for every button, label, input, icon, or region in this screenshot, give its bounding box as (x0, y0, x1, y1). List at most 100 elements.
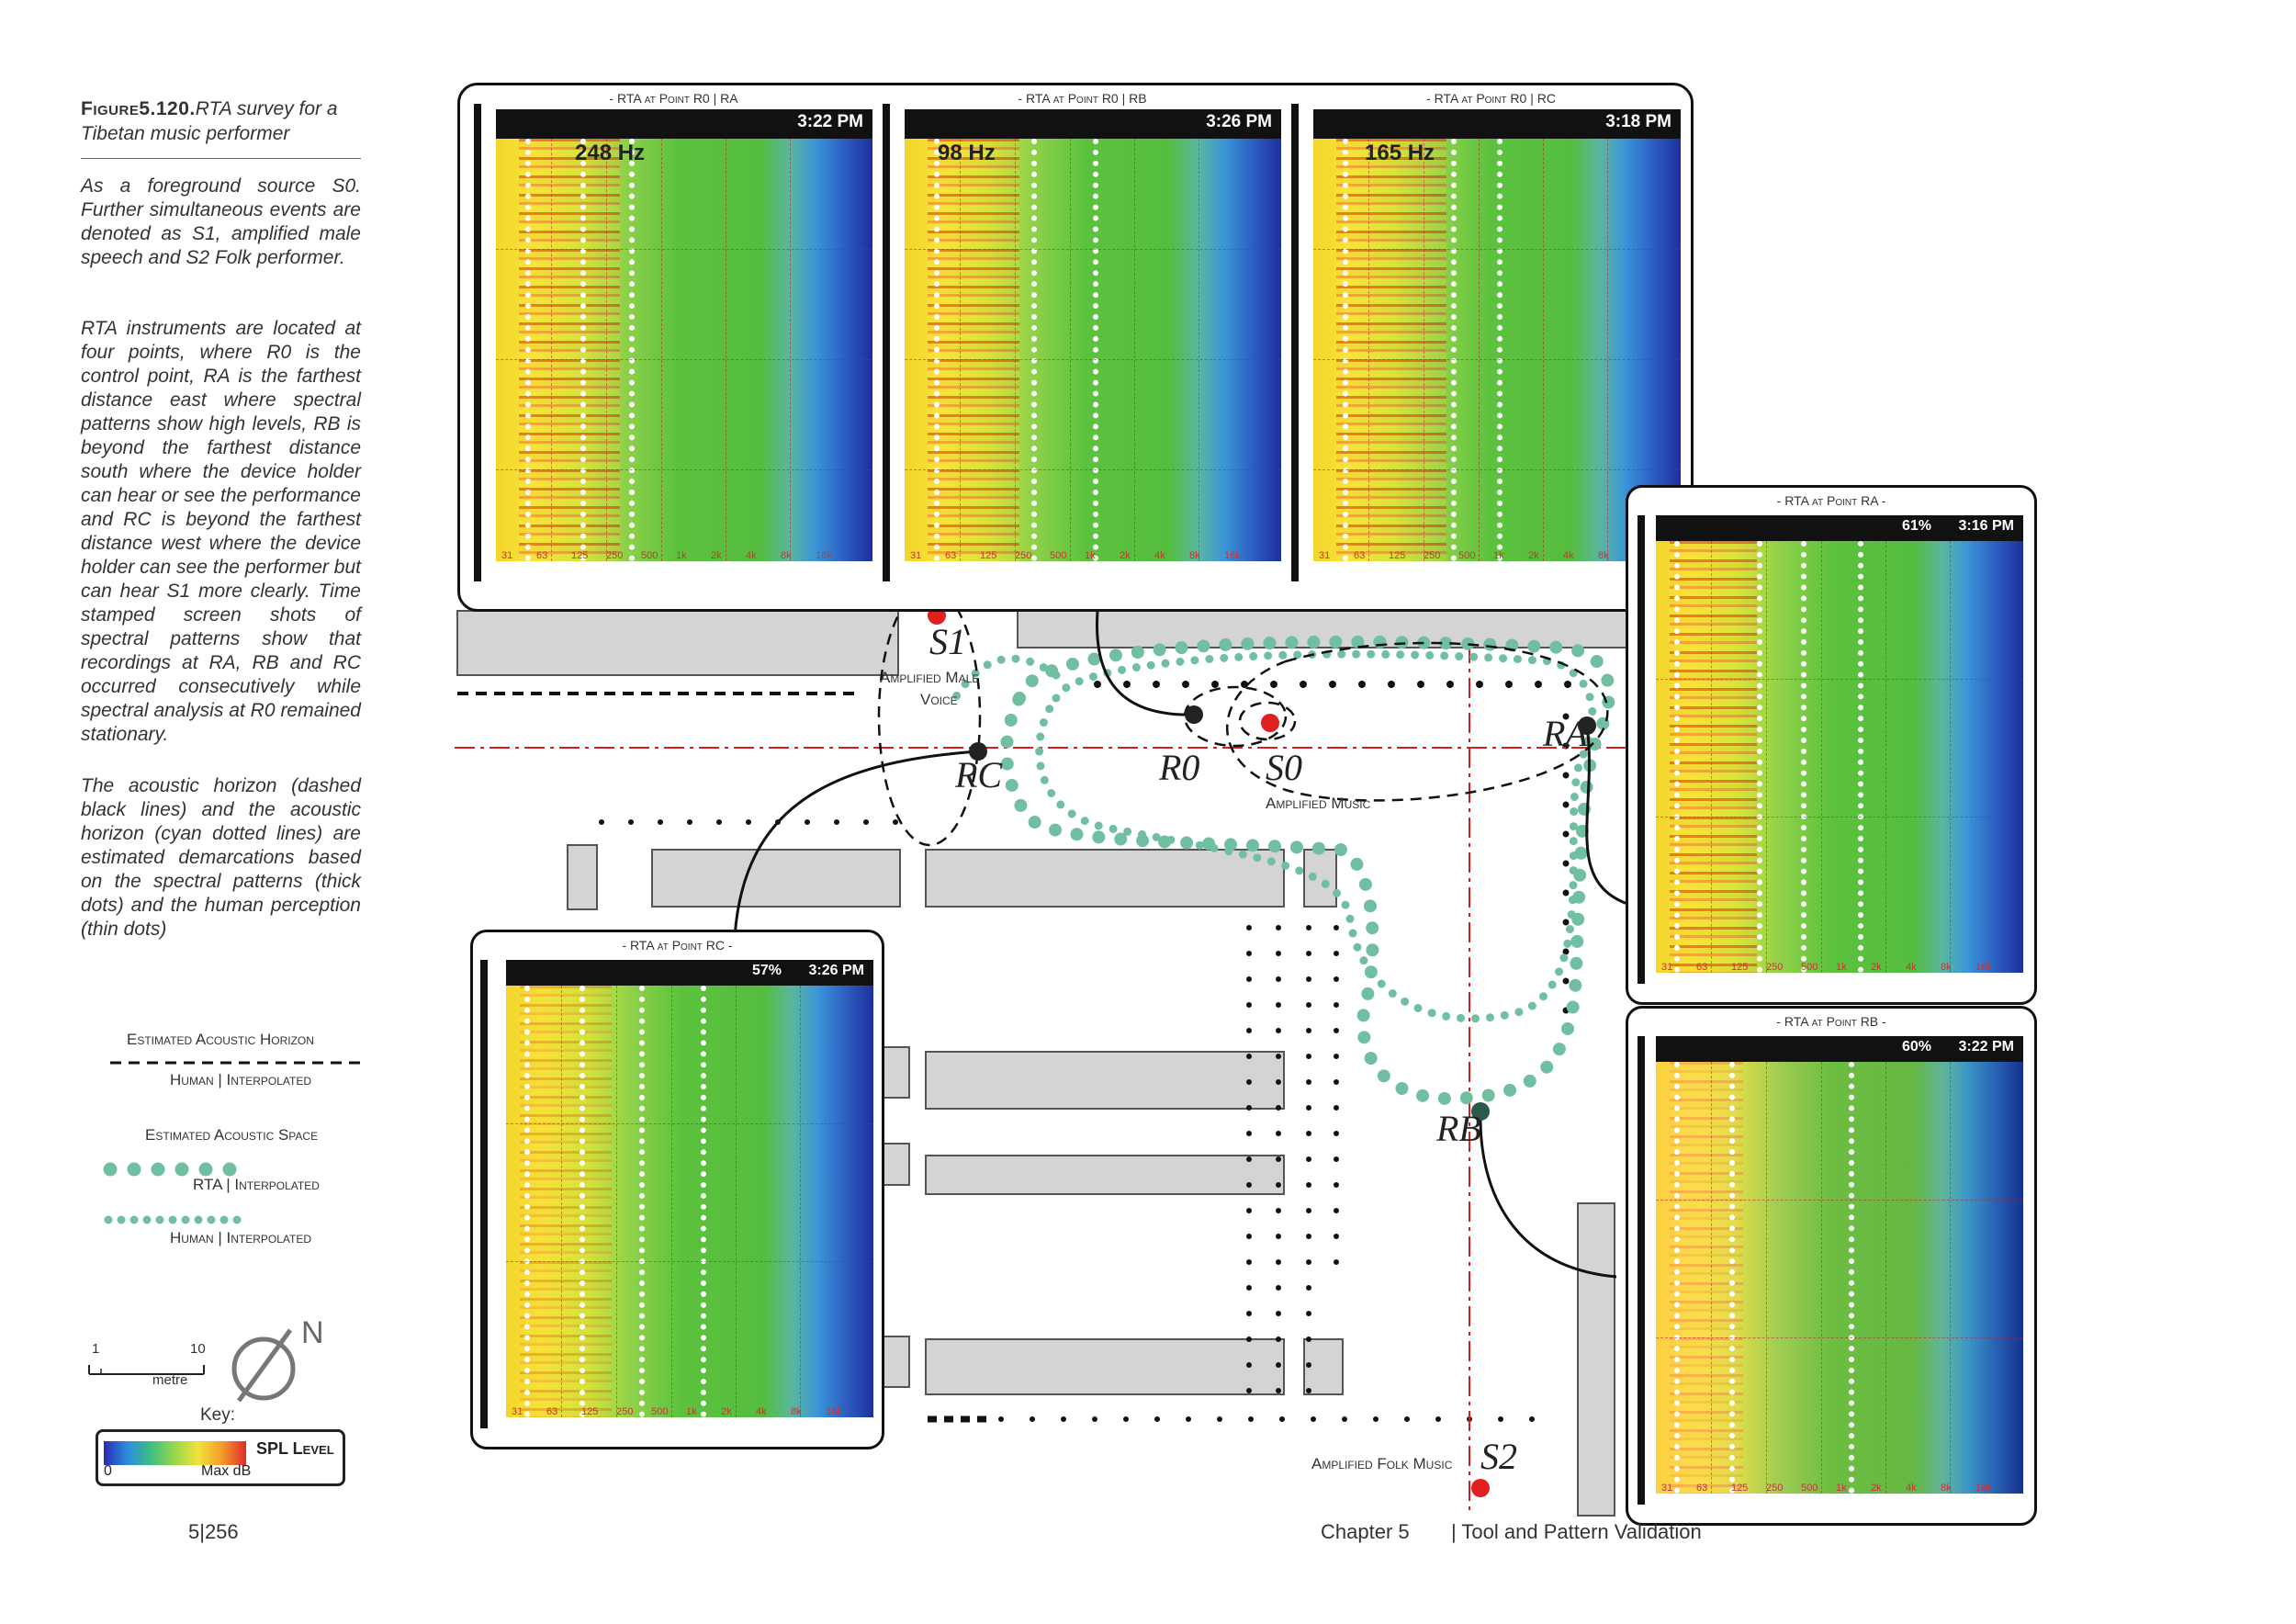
legend-human-dots (104, 1215, 254, 1224)
panel-rb-status: 60% 3:22 PM (1656, 1036, 2023, 1062)
label-rb: RB (1436, 1108, 1481, 1149)
freq-tick: 2k (721, 1406, 732, 1417)
legend-human-sub: Human | Interpolated (170, 1229, 311, 1246)
key-box: 0 Max dB SPL Level (96, 1429, 345, 1486)
freq-tick: 31 (1661, 1483, 1673, 1494)
caption-rule (81, 158, 361, 159)
freq-tick: 4k (756, 1406, 767, 1417)
freq-tick: 125 (1731, 1483, 1749, 1494)
freq-tick: 250 (1424, 550, 1441, 561)
key-spl: SPL Level (256, 1439, 334, 1458)
legend-space-title: Estimated Acoustic Space (145, 1126, 319, 1144)
freq-tick: 31 (910, 550, 922, 561)
freq-tick: 8k (1189, 550, 1200, 561)
freq-tick: 63 (1696, 962, 1708, 973)
figure-caption: Figure5.120.RTA survey for a Tibetan mus… (81, 96, 361, 146)
key-max: Max dB (201, 1463, 252, 1479)
freq-tick: 125 (1389, 550, 1406, 561)
freq-tick: 31 (1661, 962, 1673, 973)
panel-ra-title: - RTA at Point RA - (1776, 493, 1886, 508)
legend-horizon-title: Estimated Acoustic Horizon (127, 1031, 314, 1048)
freq-tick: 8k (791, 1406, 802, 1417)
label-s0: S0 (1266, 747, 1302, 788)
freq-tick: 4k (1906, 1483, 1917, 1494)
north-label: N (301, 1315, 324, 1350)
key-min: 0 (104, 1463, 112, 1479)
label-s1-desc-1: Amplified Male (880, 669, 980, 686)
panel-r0-ra-title: - RTA at Point R0 | RA (609, 91, 738, 106)
label-s2-desc: Amplified Folk Music (1311, 1455, 1453, 1472)
freq-tick: 500 (651, 1406, 669, 1417)
freq-tick: 250 (616, 1406, 634, 1417)
panel-r0-ra-freq: 248 Hz (575, 141, 646, 165)
freq-tick: 1k (1836, 962, 1847, 973)
figure-title: RTA survey for a Tibetan music performer (81, 98, 338, 144)
panel-r0-rb-title: - RTA at Point R0 | RB (1018, 91, 1147, 106)
freq-tick: 2k (711, 550, 722, 561)
panel-rc-time: 3:26 PM (808, 963, 864, 978)
freq-tick: 500 (1801, 1483, 1818, 1494)
label-rc: RC (955, 754, 1003, 795)
freq-tick: 4k (1154, 550, 1165, 561)
panel-ra-status: 61% 3:16 PM (1656, 515, 2023, 541)
freq-tick: 16k (816, 550, 832, 561)
key-title: Key: (200, 1405, 236, 1425)
freq-tick: 2k (1120, 550, 1131, 561)
freq-tick: 250 (606, 550, 624, 561)
panel-rc-title: - RTA at Point RC - (622, 938, 733, 953)
freq-tick: 8k (1941, 962, 1952, 973)
scale-label-1: 1 (92, 1341, 100, 1357)
acoustic-space (951, 635, 1615, 1106)
panel-ra-battery: 61% (1901, 518, 1931, 534)
freq-tick: 125 (571, 550, 589, 561)
north-arrow-icon (231, 1328, 296, 1403)
panel-r0-rb-time: 3:26 PM (1206, 112, 1272, 131)
freq-tick: 16k (1975, 1483, 1992, 1494)
panel-ra-time: 3:16 PM (1958, 518, 2014, 534)
r0-panel-group: - RTA at Point R0 | RA 3:22 PM 31 63 125 25… (457, 83, 1694, 612)
figure-label: Figure5.120. (81, 98, 196, 119)
freq-tick: 125 (581, 1406, 599, 1417)
freq-tick: 8k (1941, 1483, 1952, 1494)
freq-tick: 4k (746, 550, 757, 561)
panel-rb-battery: 60% (1901, 1039, 1931, 1054)
panel-r0-rb-status: 3:26 PM (905, 109, 1281, 139)
freq-tick: 500 (1458, 550, 1476, 561)
freq-tick: 31 (1319, 550, 1331, 561)
freq-tick: 1k (1085, 550, 1096, 561)
freq-tick: 1k (1493, 550, 1504, 561)
freq-tick: 4k (1906, 962, 1917, 973)
label-s1: S1 (929, 621, 966, 662)
freq-tick: 1k (1836, 1483, 1847, 1494)
freq-tick: 63 (536, 550, 548, 561)
freq-tick: 63 (546, 1406, 558, 1417)
freq-tick: 1k (676, 550, 687, 561)
label-ra: RA (1543, 713, 1588, 754)
leader-lines (733, 610, 1631, 1279)
freq-tick: 500 (641, 550, 658, 561)
freq-tick: 16k (1224, 550, 1241, 561)
freq-tick: 16k (1975, 962, 1992, 973)
panel-r0-ra-time: 3:22 PM (797, 112, 863, 131)
label-s1-desc-2: Voice (920, 691, 958, 708)
panel-r0-ra-spectrogram: 31 63 125 250 500 1k 2k 4k 8k 16k (496, 139, 872, 561)
legend-rta-sub: RTA | Interpolated (193, 1176, 320, 1193)
buildings (456, 601, 1661, 1517)
caption-para-instruments: RTA instruments are located at four poin… (81, 318, 361, 745)
freq-tick: 8k (781, 550, 792, 561)
freq-tick: 250 (1766, 1483, 1784, 1494)
freq-tick: 16k (826, 1406, 842, 1417)
freq-tick: 31 (501, 550, 513, 561)
freq-tick: 63 (1354, 550, 1366, 561)
section-label: | Tool and Pattern Validation (1451, 1520, 1702, 1543)
freq-tick: 63 (1696, 1483, 1708, 1494)
legend-horizon-sub: Human | Interpolated (170, 1071, 311, 1088)
panel-r0-rc-freq: 165 Hz (1365, 141, 1435, 165)
